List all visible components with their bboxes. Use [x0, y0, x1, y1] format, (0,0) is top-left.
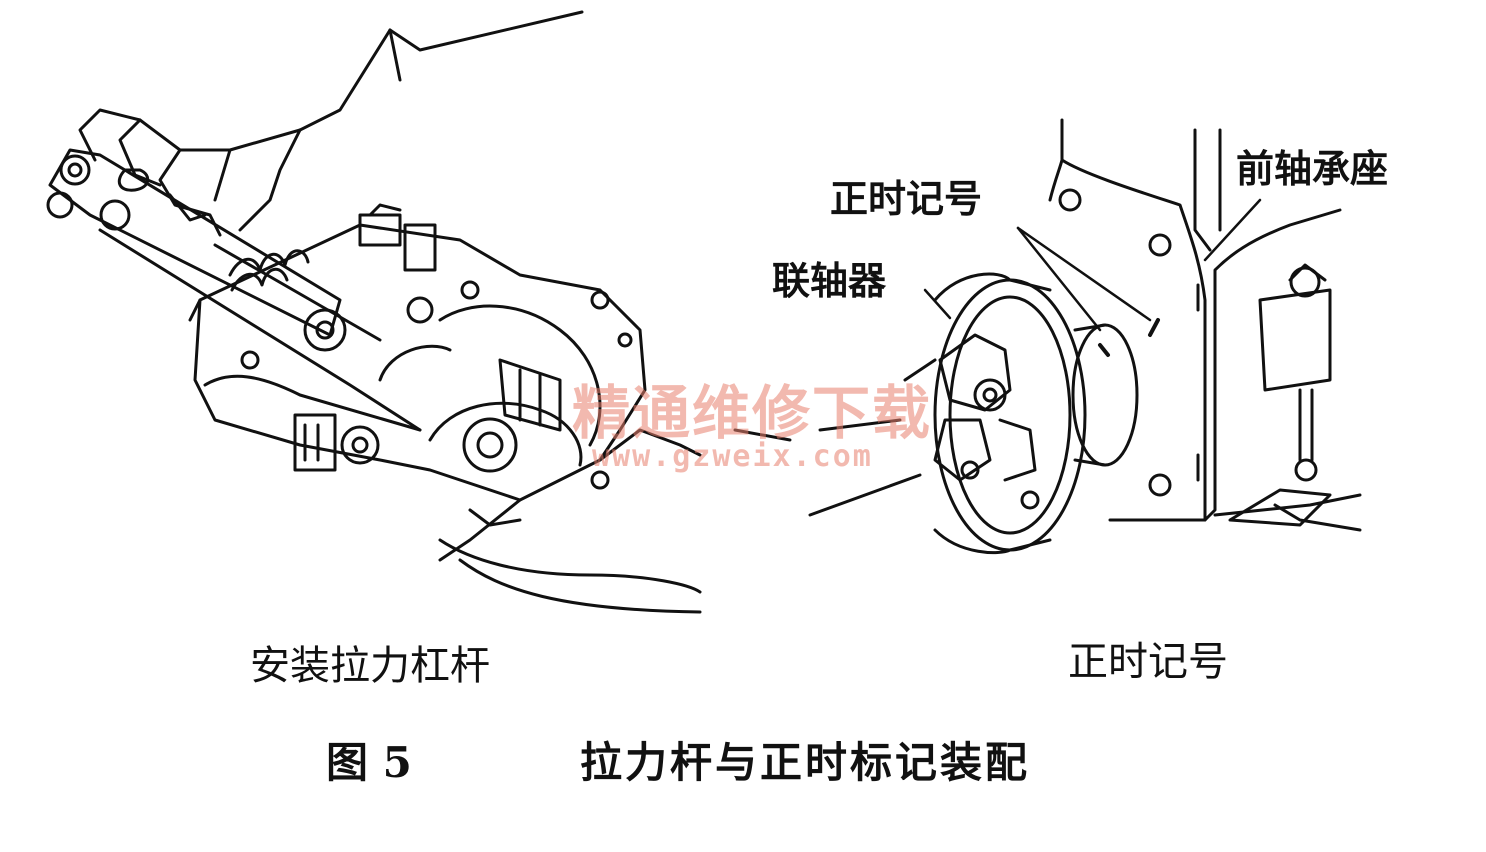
left-panel-caption: 安装拉力杠杆: [250, 643, 490, 689]
leader-timing-mark-2: [1016, 226, 1152, 322]
leader-coupling: [923, 288, 952, 320]
leader-timing-mark-1: [1016, 226, 1102, 332]
right-panel-caption: 正时记号: [1068, 639, 1228, 685]
callout-front-bearing-seat: 前轴承座: [1236, 146, 1389, 191]
leader-front-bearing-seat: [1203, 198, 1262, 262]
left-illustration-hand: [78, 10, 584, 237]
callout-timing-mark: 正时记号: [830, 176, 983, 221]
figure-number: 图 5: [326, 738, 412, 787]
right-illustration-engine: [1048, 118, 1362, 532]
watermark-url: www.gzweix.com: [592, 439, 873, 474]
callout-coupling: 联轴器: [772, 258, 887, 303]
left-illustration-lever: [46, 148, 422, 432]
figure-title: 拉力杆与正时标记装配: [580, 738, 1031, 787]
right-illustration-coupling: [808, 272, 1160, 555]
callout-leaders: [923, 198, 1262, 332]
watermark-text: 精通维修下载: [572, 379, 933, 447]
left-illustration-mechanism: [188, 203, 792, 614]
